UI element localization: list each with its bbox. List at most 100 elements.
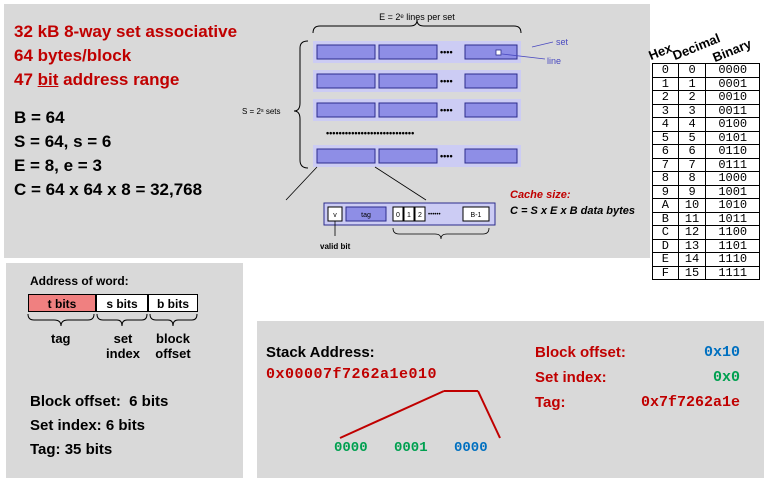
param-b: B = 64 xyxy=(14,108,65,127)
address-bit-word: bit xyxy=(37,70,59,89)
byte-0-box xyxy=(392,206,404,222)
hex-cell: A xyxy=(652,198,679,213)
cache-line-block xyxy=(378,44,438,60)
decimal-cell: 14 xyxy=(677,252,707,267)
block-offset-caption: block offset xyxy=(155,331,191,361)
block-offset-label: Block offset: xyxy=(535,344,626,361)
binary-cell: 0101 xyxy=(705,130,760,145)
address-braces xyxy=(27,313,198,327)
hex-cell: 6 xyxy=(652,144,679,159)
address-expansion-lines xyxy=(339,390,501,439)
binary-cell: 1011 xyxy=(705,211,760,226)
cache-spec-line1: 32 kB 8-way set associative xyxy=(14,22,238,41)
decimal-cell: 13 xyxy=(677,238,707,253)
line-pointer xyxy=(501,53,546,60)
binary-cell: 1100 xyxy=(705,225,760,240)
line-dots: •••• xyxy=(440,76,453,86)
cache-line-block xyxy=(316,44,376,60)
byte-2: 2 xyxy=(418,212,422,219)
param-e: E = 8, e = 3 xyxy=(14,156,102,175)
decimal-cell: 15 xyxy=(677,265,707,280)
rows-dots: •••••••••••••••••••••••••••• xyxy=(326,128,414,138)
address-word-title: Address of word: xyxy=(30,274,129,288)
set-index-bits: Set index: 6 bits xyxy=(30,417,146,434)
t-bits-field: t bits xyxy=(28,294,96,312)
address-range-word: address range xyxy=(58,70,180,89)
byte-0: 0 xyxy=(396,212,400,219)
hex-cell: E xyxy=(652,252,679,267)
hex-cell: 8 xyxy=(652,171,679,186)
block-offset-value: 0x10 xyxy=(703,344,740,361)
binary-green-1: 0000 xyxy=(334,440,368,456)
decimal-cell: 9 xyxy=(677,184,707,199)
line-label: line xyxy=(547,56,561,66)
bit-breakdown: Block offset: 6 bits Set index: 6 bits T… xyxy=(30,390,168,462)
cache-size-title: Cache size: xyxy=(510,189,571,201)
binary-cell: 0100 xyxy=(705,117,760,132)
hex-cell: 7 xyxy=(652,157,679,172)
set-row: •••• xyxy=(313,99,521,121)
cache-line-block xyxy=(378,148,438,164)
cache-line-block xyxy=(378,73,438,89)
cache-line-block xyxy=(316,102,376,118)
param-c: C = 64 x 64 x 8 = 32,768 xyxy=(14,180,203,199)
decimal-cell: 0 xyxy=(677,63,707,78)
binary-cell: 1110 xyxy=(705,252,760,267)
binary-cell: 1101 xyxy=(705,238,760,253)
hex-cell: D xyxy=(652,238,679,253)
byte-last: B-1 xyxy=(471,212,482,219)
valid-field: v xyxy=(333,212,337,219)
hex-cell: 2 xyxy=(652,90,679,105)
block-offset-bits: Block offset: 6 bits xyxy=(30,393,169,410)
hex-cell: 0 xyxy=(652,63,679,78)
cache-line-block xyxy=(464,73,518,89)
set-index-label: Set index: xyxy=(535,369,607,386)
binary-cell: 0010 xyxy=(705,90,760,105)
tag-value: 0x7f7262a1e xyxy=(640,394,740,411)
hex-cell: 9 xyxy=(652,184,679,199)
valid-bit-label: valid bit xyxy=(320,242,351,251)
t-brace xyxy=(27,313,95,327)
binary-cell: 0111 xyxy=(705,157,760,172)
lines-per-set-label: E = 2ᵉ lines per set xyxy=(379,12,455,22)
hex-cell: B xyxy=(652,211,679,226)
line-marker xyxy=(495,49,502,56)
address-bits-number: 47 xyxy=(14,70,38,89)
binary-cell: 0001 xyxy=(705,76,760,91)
sets-label: S = 2ˢ sets xyxy=(242,107,281,116)
hex-cell: F xyxy=(652,265,679,280)
cache-spec-line2: 64 bytes/block xyxy=(14,46,132,65)
set-label: set xyxy=(556,37,569,47)
binary-cell: 1001 xyxy=(705,184,760,199)
cache-line-block xyxy=(464,44,518,60)
lines-brace xyxy=(312,19,522,34)
line-dots: •••• xyxy=(440,151,453,161)
byte-2-box xyxy=(414,206,426,222)
cache-params: B = 64 S = 64, s = 6 E = 8, e = 3 C = 64… xyxy=(14,106,202,202)
zoom-line-right xyxy=(374,166,427,201)
stack-address-panel xyxy=(257,321,764,478)
decimal-cell: 4 xyxy=(677,117,707,132)
stack-address-title: Stack Address: xyxy=(266,344,375,361)
binary-blue: 0000 xyxy=(454,440,488,456)
decimal-cell: 12 xyxy=(677,225,707,240)
hex-cell: 5 xyxy=(652,130,679,145)
decimal-cell: 7 xyxy=(677,157,707,172)
decimal-cell: 8 xyxy=(677,171,707,186)
tag-box xyxy=(345,206,387,222)
hex-cell: 1 xyxy=(652,76,679,91)
